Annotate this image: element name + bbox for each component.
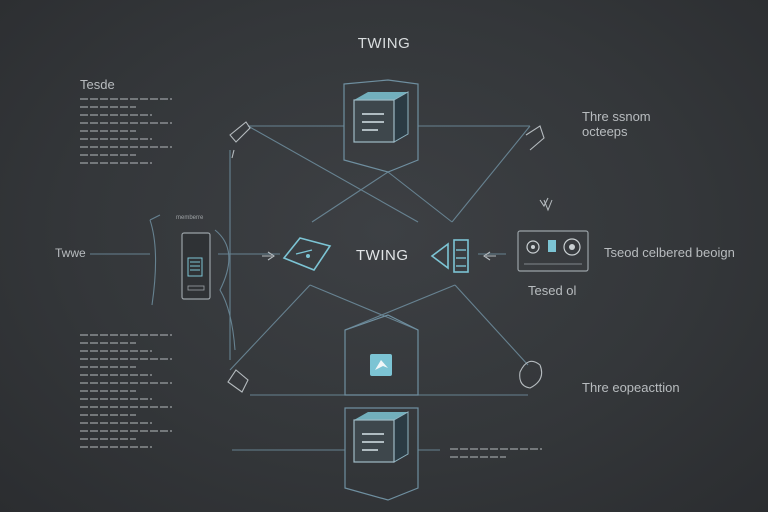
text-line bbox=[80, 138, 152, 140]
text-line bbox=[80, 334, 172, 336]
document-icon bbox=[370, 354, 392, 376]
top-left-text-block bbox=[80, 98, 172, 170]
cursor-icon bbox=[543, 199, 553, 212]
right-lower-label: Thre eopeacttion bbox=[582, 380, 680, 395]
connector-bottom-2 bbox=[454, 284, 529, 366]
server-cube-icon bbox=[353, 411, 409, 463]
bottom-server-node bbox=[344, 314, 419, 501]
text-line bbox=[80, 422, 152, 424]
text-line bbox=[80, 398, 152, 400]
text-line bbox=[80, 430, 172, 432]
text-line bbox=[80, 106, 136, 108]
text-line bbox=[80, 374, 152, 376]
server-cube-icon bbox=[353, 91, 409, 143]
text-line bbox=[80, 146, 172, 148]
connector-diag-3 bbox=[311, 171, 389, 223]
connector-diag-2 bbox=[451, 125, 531, 223]
tablet-icon bbox=[181, 232, 211, 300]
right-top-label-line1: Thre ssnom bbox=[582, 109, 651, 124]
right-top-label-line2: octeeps bbox=[582, 124, 628, 139]
right-middle-sublabel: Tesed ol bbox=[528, 283, 577, 298]
bottom-right-text-block bbox=[450, 448, 542, 464]
diagram-title: TWING bbox=[357, 35, 411, 52]
connector-diag-1 bbox=[247, 125, 419, 223]
text-line bbox=[80, 162, 152, 164]
connector-diag-4 bbox=[387, 171, 453, 223]
clip-icon bbox=[227, 121, 549, 393]
left-side-label: Twwe bbox=[55, 246, 86, 260]
text-line bbox=[80, 406, 172, 408]
text-line bbox=[80, 366, 136, 368]
top-left-heading: Tesde bbox=[80, 77, 115, 92]
eye-icon bbox=[517, 230, 589, 272]
right-middle-label: Tseod celbered beoign bbox=[604, 245, 735, 260]
text-line bbox=[80, 446, 152, 448]
text-line bbox=[80, 154, 136, 156]
text-line bbox=[450, 448, 542, 450]
text-line bbox=[80, 390, 136, 392]
small-box-caption: memberre bbox=[176, 215, 204, 221]
stack-icon bbox=[430, 239, 469, 273]
text-line bbox=[80, 414, 136, 416]
center-node-label: TWING bbox=[356, 247, 409, 264]
connector-bottom-1 bbox=[229, 284, 311, 371]
text-line bbox=[80, 382, 172, 384]
connector-bottom-4 bbox=[344, 284, 456, 331]
left-squiggle bbox=[214, 229, 236, 351]
text-line bbox=[80, 350, 152, 352]
top-server-node bbox=[343, 79, 419, 173]
text-line bbox=[80, 358, 172, 360]
connector-bottom-3 bbox=[309, 284, 419, 331]
bottom-left-text-block bbox=[80, 334, 172, 454]
text-line bbox=[80, 122, 172, 124]
text-line bbox=[80, 114, 152, 116]
text-line bbox=[80, 98, 172, 100]
text-line bbox=[80, 438, 136, 440]
left-bracket bbox=[149, 214, 161, 306]
text-line bbox=[450, 456, 506, 458]
text-line bbox=[80, 342, 136, 344]
text-line bbox=[80, 130, 136, 132]
arrow-tag-icon bbox=[282, 237, 332, 271]
